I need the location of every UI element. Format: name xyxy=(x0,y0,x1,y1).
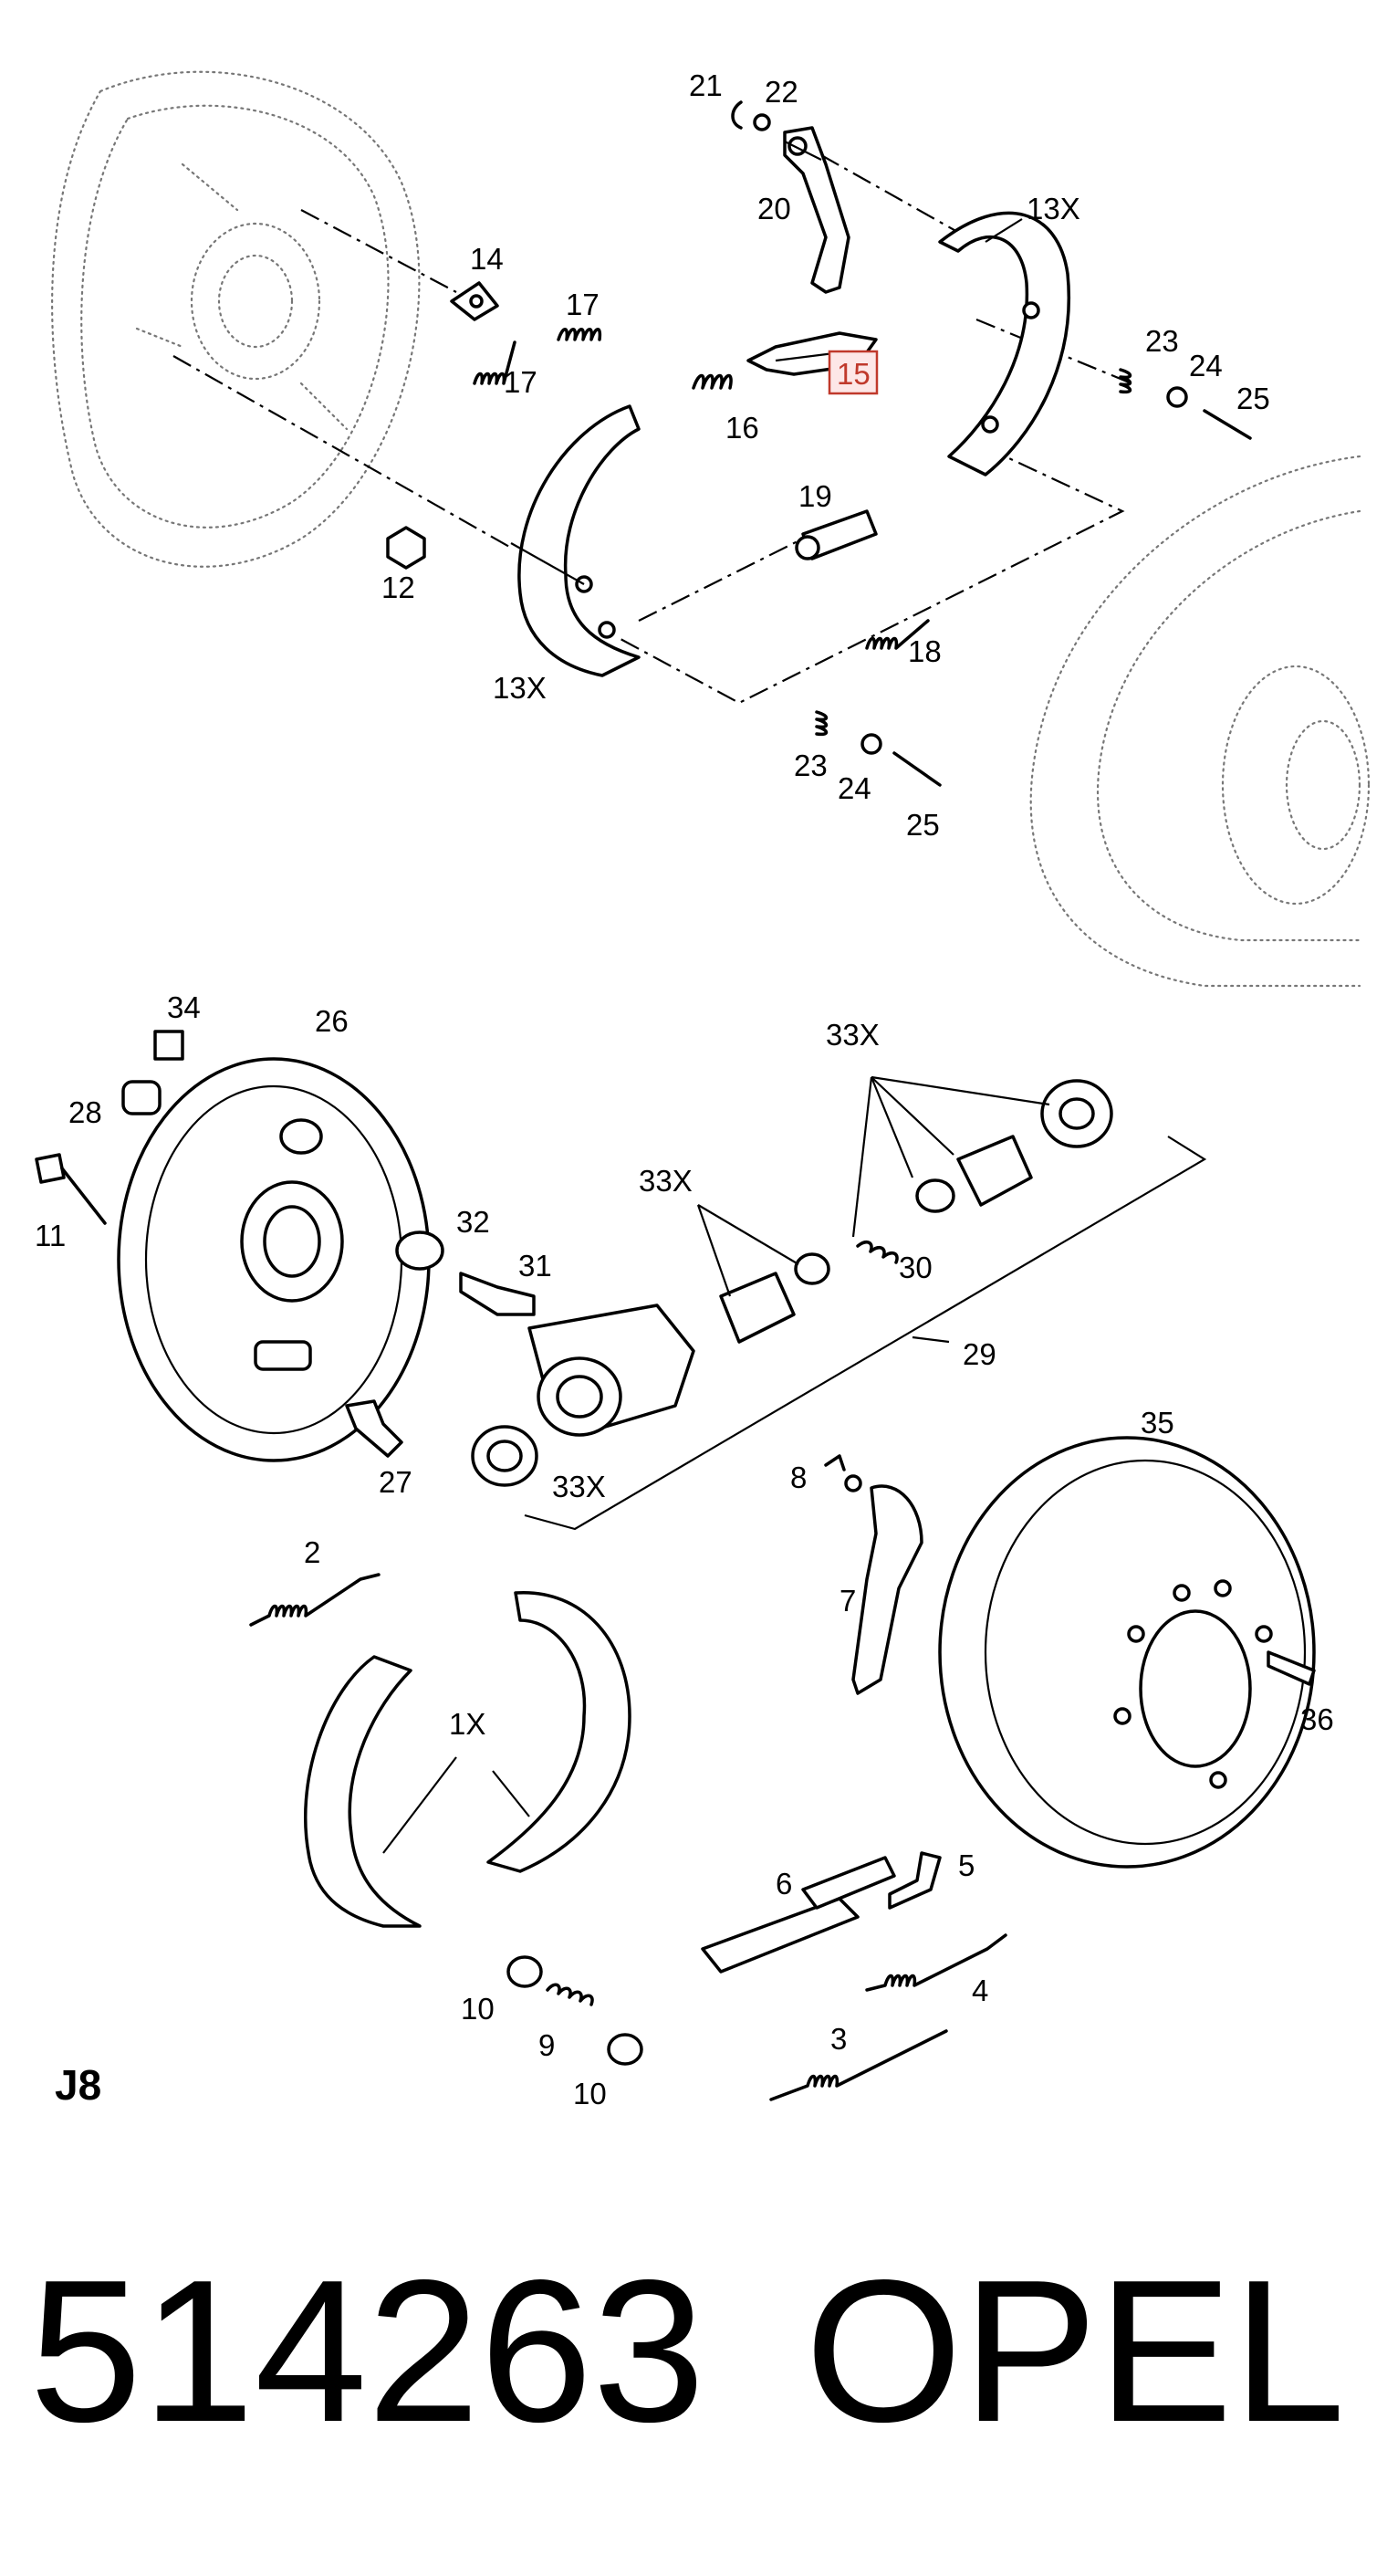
callout-8: 8 xyxy=(790,1461,807,1494)
callout-28: 28 xyxy=(68,1095,102,1129)
callout-17-a: 17 xyxy=(566,288,600,321)
callout-24-b: 24 xyxy=(838,771,871,805)
part-27-bolt xyxy=(345,1399,403,1458)
part-14-bracket xyxy=(450,281,499,321)
part-1x-brake-shoes xyxy=(303,1591,631,1928)
part-8-clip xyxy=(824,1454,862,1492)
part-35-brake-drum xyxy=(938,1436,1316,1869)
part-4-spring xyxy=(865,1933,1007,1992)
callout-30: 30 xyxy=(899,1251,933,1284)
callout-29: 29 xyxy=(963,1337,996,1371)
callout-22: 22 xyxy=(765,75,798,109)
callout-25-b: 25 xyxy=(906,808,940,842)
leader-lines xyxy=(382,141,1050,1854)
callout-35: 35 xyxy=(1141,1406,1174,1440)
callout-7: 7 xyxy=(840,1584,856,1618)
callout-18: 18 xyxy=(908,634,942,668)
callout-4: 4 xyxy=(972,1974,988,2007)
part-36-bolt xyxy=(1267,1650,1316,1686)
callout-32: 32 xyxy=(456,1205,490,1239)
part-7-lever xyxy=(851,1484,923,1695)
callout-23-a: 23 xyxy=(1145,324,1179,358)
callout-33x-a: 33X xyxy=(639,1164,693,1198)
part-33x-seals xyxy=(471,1079,1113,1487)
part-26-backing-plate xyxy=(117,1057,431,1462)
part-13x-brake-shoe-top xyxy=(938,211,1070,476)
callout-19: 19 xyxy=(798,479,832,513)
callout-25-a: 25 xyxy=(1236,382,1270,415)
part-13x-brake-shoe-bottom xyxy=(517,404,641,677)
part-number: 514263 xyxy=(29,2238,705,2465)
callout-23-b: 23 xyxy=(794,749,828,782)
callout-11: 11 xyxy=(35,1219,66,1252)
part-21-22-clip xyxy=(731,100,771,131)
part-9-10-hold-down xyxy=(506,1955,643,2066)
callout-26: 26 xyxy=(315,1004,349,1038)
part-32-31-fittings xyxy=(395,1230,536,1316)
callout-10-a: 10 xyxy=(461,1992,495,2026)
callout-6: 6 xyxy=(776,1867,792,1901)
callout-24-a: 24 xyxy=(1189,349,1223,382)
part-16-spring xyxy=(692,373,733,390)
brand-name: OPEL xyxy=(805,2238,1345,2465)
figure-reference: J8 xyxy=(55,2061,101,2109)
part-17-springs xyxy=(473,328,602,385)
callout-labels: 21 22 20 13X 14 17 17 15 16 23 24 25 19 … xyxy=(35,68,1334,2110)
part-11-bolt xyxy=(35,1153,107,1225)
part-29-wheel-cylinder xyxy=(527,1304,695,1437)
callout-12: 12 xyxy=(381,571,415,604)
callout-15-highlight-box xyxy=(828,350,879,395)
part-5-lever xyxy=(888,1851,942,1910)
callout-17-b: 17 xyxy=(504,365,537,399)
part-28-cap xyxy=(121,1080,162,1115)
part-3-spring xyxy=(769,2029,948,2101)
part-20-lever xyxy=(783,126,850,294)
callout-3: 3 xyxy=(830,2022,847,2056)
part-34-bleed xyxy=(153,1030,184,1061)
callout-31: 31 xyxy=(518,1249,552,1283)
callout-34: 34 xyxy=(167,990,201,1024)
part-12-nut xyxy=(386,526,426,570)
callout-9: 9 xyxy=(538,2028,555,2062)
part-19-adjuster xyxy=(795,509,878,560)
part-2-spring xyxy=(249,1573,381,1627)
callout-21: 21 xyxy=(689,68,723,102)
callout-33x-c: 33X xyxy=(552,1470,606,1503)
callout-13x-top: 13X xyxy=(1027,192,1080,225)
callout-15: 15 xyxy=(837,357,871,391)
callout-27: 27 xyxy=(379,1465,412,1499)
callout-14: 14 xyxy=(470,242,504,276)
part-29-bracket-line xyxy=(524,1136,1207,1531)
callout-2: 2 xyxy=(304,1535,320,1569)
part-23-24-25-hold-down-lower xyxy=(815,710,942,787)
part-18-spring xyxy=(865,619,930,650)
callout-10-b: 10 xyxy=(573,2077,607,2110)
part-23-24-25-hold-down-upper xyxy=(1119,368,1252,440)
callout-33x-b: 33X xyxy=(826,1018,880,1052)
callout-5: 5 xyxy=(958,1848,975,1882)
callout-1x: 1X xyxy=(449,1707,485,1741)
callout-36: 36 xyxy=(1300,1702,1334,1736)
backing-plate-dotted-outline xyxy=(51,70,421,568)
part-6-adjuster xyxy=(701,1856,896,1974)
brake-drum-dotted-outline xyxy=(1029,455,1371,988)
callout-13x-bottom: 13X xyxy=(493,671,547,705)
callout-20: 20 xyxy=(757,192,791,225)
callout-16: 16 xyxy=(725,411,759,445)
